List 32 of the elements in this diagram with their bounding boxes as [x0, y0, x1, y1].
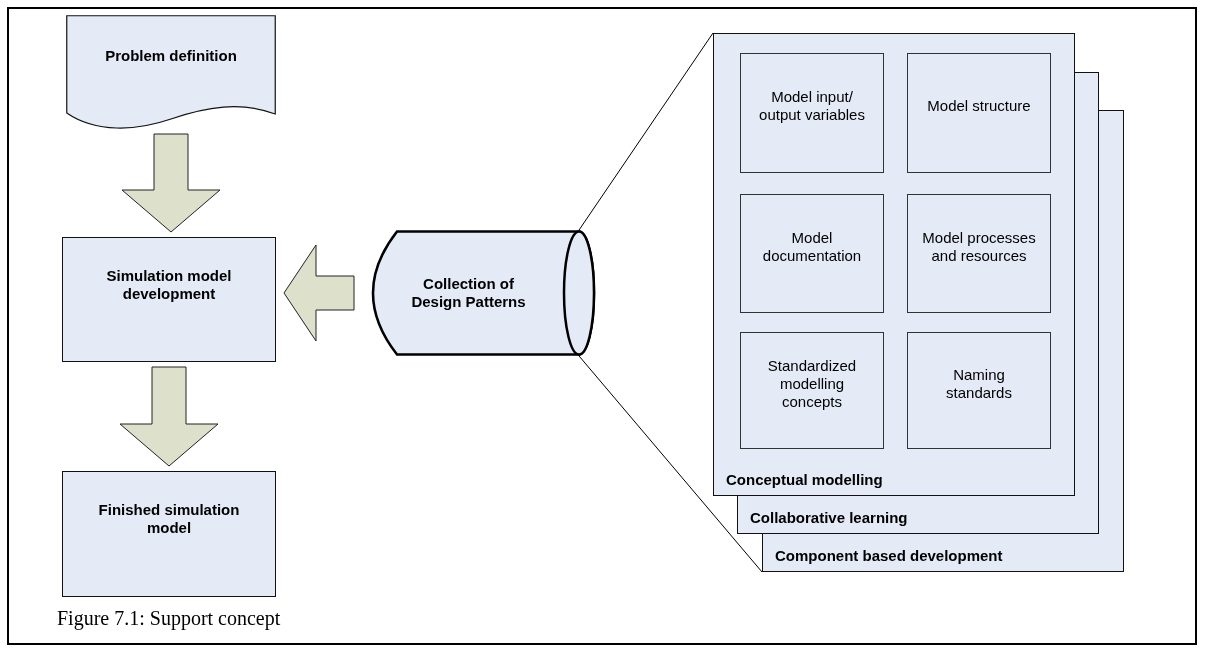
block-arrow [283, 244, 355, 342]
zoom-line [578, 355, 763, 573]
process-box [62, 471, 276, 597]
node-label: Naming standards [945, 365, 1013, 402]
stacked-card [713, 33, 1075, 496]
stacked-card-edge [1074, 72, 1099, 496]
node-label: Model processes and resources [922, 228, 1036, 265]
stacked-card [762, 534, 1124, 572]
pattern-box [740, 194, 884, 313]
pattern-box [907, 53, 1051, 173]
node-label: Problem definition [105, 47, 237, 65]
block-arrow [121, 133, 221, 233]
node-label: Conceptual modelling [726, 471, 883, 489]
node-label: Model structure [927, 97, 1031, 115]
process-box [62, 237, 276, 362]
figure-caption: Figure 7.1: Support concept [57, 607, 281, 630]
node-label: Simulation model development [105, 266, 233, 303]
node-label: Standardized modelling concepts [766, 356, 858, 411]
node-label: Component based development [775, 547, 1003, 565]
zoom-line [578, 32, 714, 231]
node-label: Collaborative learning [750, 509, 908, 527]
stacked-card-edge [1098, 110, 1124, 534]
node-label: Model input/ output variables [758, 88, 866, 124]
pattern-box [740, 53, 884, 173]
pattern-box [740, 332, 884, 449]
stacked-card [737, 496, 1099, 534]
pattern-box [907, 332, 1051, 449]
block-arrow [119, 366, 219, 467]
pattern-box [907, 194, 1051, 313]
document-shape [66, 15, 276, 129]
node-label: Model documentation [761, 228, 863, 265]
node-label: Finished simulation model [97, 501, 241, 537]
